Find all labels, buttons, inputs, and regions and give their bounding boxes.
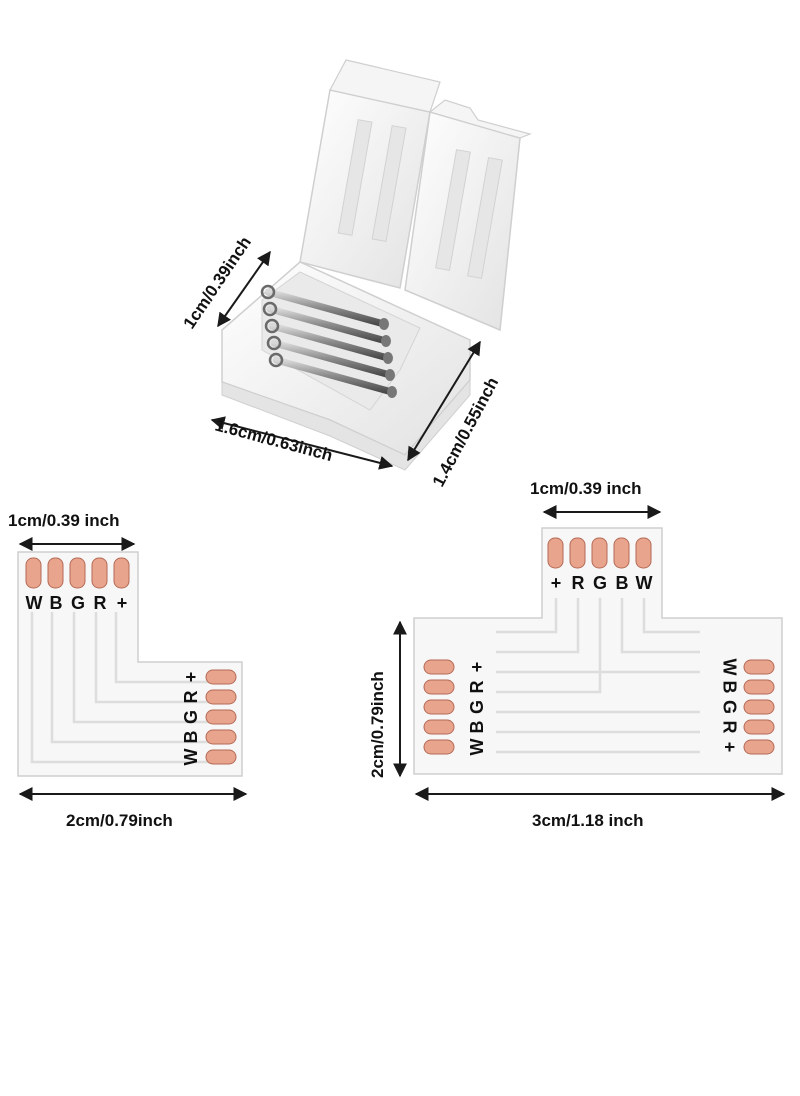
t-right-pin-label: + <box>719 742 739 753</box>
connector-pin <box>268 322 392 362</box>
l-side-pin-label: G <box>181 710 201 724</box>
t-right-pad <box>743 739 775 755</box>
t-right-pin-label: G <box>719 700 739 714</box>
t-right-pin-label: R <box>719 721 739 734</box>
l-side-pad <box>205 669 237 685</box>
connector-pin-end <box>266 335 282 351</box>
l-top-pad <box>25 557 42 589</box>
t-top-dimension-label: 1cm/0.39 inch <box>530 479 642 498</box>
l-top-pin-label: R <box>94 593 107 613</box>
t-right-pad <box>743 659 775 675</box>
connector-pin-tip <box>379 318 389 330</box>
l-side-pin-label: W <box>181 749 201 766</box>
t-right-pad <box>743 679 775 695</box>
clip-depth-dimension-line <box>407 340 481 462</box>
t-top-pad <box>547 537 564 569</box>
t-left-pin-label: B <box>467 721 487 734</box>
t-top-pin-label: W <box>636 573 653 593</box>
t-top-pad <box>613 537 630 569</box>
t-left-pad <box>423 739 455 755</box>
t-top-pad <box>569 537 586 569</box>
t-right-pad <box>743 719 775 735</box>
t-right-pad <box>743 699 775 715</box>
t-bottom-dimension-label: 3cm/1.18 inch <box>532 811 644 830</box>
l-top-pin-label: G <box>71 593 85 613</box>
connector-pin <box>270 339 394 379</box>
l-top-pad <box>69 557 86 589</box>
t-left-pin-label: R <box>467 681 487 694</box>
l-bottom-dimension-label: 2cm/0.79inch <box>66 811 173 830</box>
t-top-pin-label: R <box>572 573 585 593</box>
connector-left-flap-latch <box>329 59 441 113</box>
connector-pin-tip <box>385 369 395 381</box>
connector-pin <box>264 288 388 328</box>
l-side-pad <box>205 689 237 705</box>
l-top-pad <box>91 557 108 589</box>
connector-pin-end <box>268 352 284 368</box>
t-left-pad <box>423 659 455 675</box>
t-right-pin-label: W <box>719 659 739 676</box>
t-connector-traces <box>496 598 700 754</box>
connector-right-rib <box>435 149 471 271</box>
l-side-pin-label: R <box>181 691 201 704</box>
t-left-pin-label: + <box>467 662 487 673</box>
l-side-pad <box>205 729 237 745</box>
t-right-pin-label: B <box>719 681 739 694</box>
l-top-pin-label: W <box>26 593 43 613</box>
t-left-pad <box>423 699 455 715</box>
connector-pin-tip <box>387 386 397 398</box>
t-top-pin-label: B <box>616 573 629 593</box>
t-left-pad <box>423 679 455 695</box>
connector-pin-tip <box>381 335 391 347</box>
clip-height-dimension-line <box>217 250 271 328</box>
clip-width-dimension-line <box>210 416 394 470</box>
connector-pin <box>266 305 390 345</box>
t-left-pin-label: G <box>467 700 487 714</box>
l-top-pin-label: + <box>117 593 128 613</box>
connector-right-flap-latch <box>428 99 532 139</box>
l-top-pad <box>47 557 64 589</box>
l-side-pad <box>205 709 237 725</box>
l-top-pin-label: B <box>50 593 63 613</box>
connector-right-rib <box>467 157 503 279</box>
connector-pin <box>272 356 396 396</box>
t-top-pin-label: G <box>593 573 607 593</box>
clip-connector <box>221 59 532 471</box>
t-top-pin-label: + <box>551 573 562 593</box>
l-connector-traces <box>30 612 232 764</box>
connector-left-rib <box>371 125 407 242</box>
connector-pin-tip <box>383 352 393 364</box>
l-top-pad <box>113 557 130 589</box>
t-left-pad <box>423 719 455 735</box>
t-left-pin-label: W <box>467 739 487 756</box>
connector-left-rib <box>337 119 373 236</box>
t-top-pad <box>591 537 608 569</box>
t-top-pad <box>635 537 652 569</box>
t-left-dimension-label: 2cm/0.79inch <box>368 671 387 778</box>
l-side-pin-label: + <box>181 672 201 683</box>
l-top-dimension-label: 1cm/0.39 inch <box>8 511 120 530</box>
l-side-pin-label: B <box>181 731 201 744</box>
l-side-pad <box>205 749 237 765</box>
